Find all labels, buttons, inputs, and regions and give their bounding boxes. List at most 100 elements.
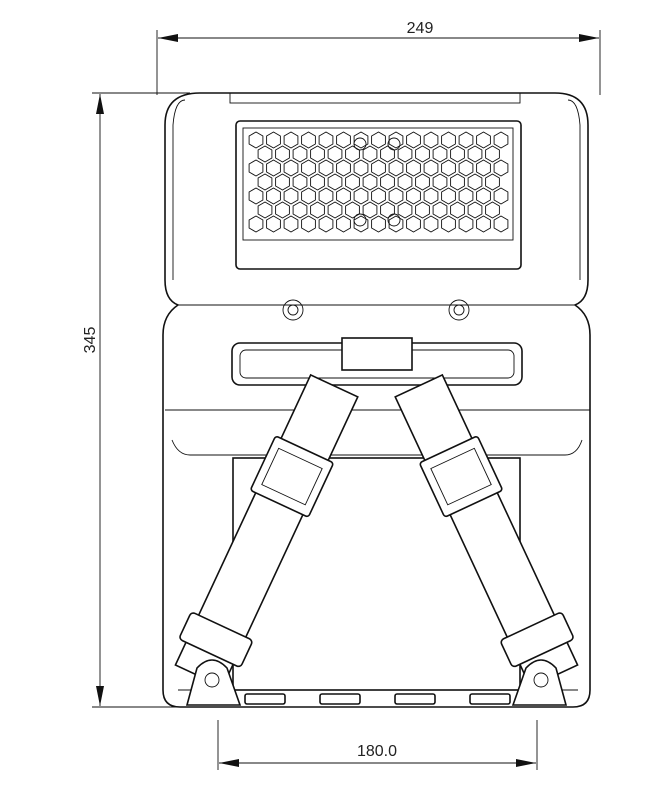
hex-cell bbox=[275, 145, 290, 163]
hex-cell bbox=[476, 187, 491, 205]
hex-cell bbox=[318, 187, 334, 205]
dimension-base-label: 180.0 bbox=[357, 743, 397, 760]
hex-cell bbox=[345, 145, 360, 163]
dimension-height: 345 bbox=[82, 92, 190, 708]
hex-cell bbox=[345, 201, 360, 219]
hex-cell bbox=[458, 215, 474, 233]
hex-cell bbox=[458, 159, 474, 177]
hex-cell bbox=[380, 145, 395, 163]
hex-cell bbox=[353, 187, 369, 205]
hex-cell bbox=[318, 131, 334, 149]
hex-cell bbox=[336, 215, 351, 233]
hex-cell bbox=[371, 215, 386, 233]
hex-cell bbox=[380, 201, 395, 219]
hex-cell bbox=[406, 159, 421, 177]
hex-cell bbox=[485, 201, 500, 219]
hex-cell bbox=[371, 159, 386, 177]
hex-cell bbox=[397, 201, 413, 219]
hex-cell bbox=[275, 173, 290, 191]
hex-cell bbox=[388, 215, 404, 233]
hex-cell bbox=[423, 131, 439, 149]
hex-cell bbox=[485, 173, 500, 191]
hex-cell bbox=[458, 187, 474, 205]
hex-cell bbox=[406, 131, 421, 149]
hex-cell bbox=[336, 159, 351, 177]
left-strap bbox=[174, 373, 359, 689]
hex-cell bbox=[493, 187, 509, 205]
hex-cell bbox=[283, 159, 299, 177]
hex-cell bbox=[248, 131, 264, 149]
right-strap bbox=[394, 373, 579, 689]
hex-cell bbox=[362, 145, 378, 163]
hex-cell bbox=[283, 131, 299, 149]
hex-cell bbox=[327, 201, 343, 219]
hex-cell bbox=[415, 201, 430, 219]
hex-cell bbox=[292, 145, 308, 163]
screw-icon bbox=[353, 137, 401, 227]
hex-cell bbox=[467, 145, 483, 163]
hex-cell bbox=[345, 173, 360, 191]
carry-handle bbox=[231, 337, 523, 386]
hex-cell bbox=[336, 187, 351, 205]
hex-cell bbox=[362, 173, 378, 191]
hex-cell bbox=[248, 159, 264, 177]
hex-cell bbox=[388, 159, 404, 177]
hex-cell bbox=[441, 187, 456, 205]
hex-cell bbox=[380, 173, 395, 191]
hex-cell bbox=[432, 201, 448, 219]
hex-cell bbox=[292, 201, 308, 219]
hex-cell bbox=[301, 159, 316, 177]
dimension-width-label: 249 bbox=[407, 20, 434, 37]
hex-cell bbox=[353, 131, 369, 149]
hex-pattern bbox=[248, 131, 509, 233]
hex-cell bbox=[406, 187, 421, 205]
hex-cell bbox=[283, 187, 299, 205]
hex-cell bbox=[248, 187, 264, 205]
dimension-width: 249 bbox=[156, 20, 601, 95]
hex-cell bbox=[371, 131, 386, 149]
hex-cell bbox=[441, 159, 456, 177]
hex-cell bbox=[397, 173, 413, 191]
hex-cell bbox=[476, 215, 491, 233]
hex-cell bbox=[415, 173, 430, 191]
hex-cell bbox=[257, 201, 273, 219]
hex-cell bbox=[432, 145, 448, 163]
hex-cell bbox=[423, 159, 439, 177]
dimension-base-width: 180.0 bbox=[217, 720, 538, 770]
hex-cell bbox=[310, 201, 325, 219]
hex-cell bbox=[467, 173, 483, 191]
hex-cell bbox=[458, 131, 474, 149]
hex-cell bbox=[266, 215, 281, 233]
hex-cell bbox=[476, 131, 491, 149]
hex-cell bbox=[257, 173, 273, 191]
hex-cell bbox=[310, 145, 325, 163]
hex-cell bbox=[450, 145, 465, 163]
hex-cell bbox=[266, 159, 281, 177]
hex-cell bbox=[283, 215, 299, 233]
hex-cell bbox=[406, 215, 421, 233]
hex-cell bbox=[493, 131, 509, 149]
hex-cell bbox=[415, 145, 430, 163]
hex-cell bbox=[301, 215, 316, 233]
hex-cell bbox=[327, 145, 343, 163]
hex-cell bbox=[476, 159, 491, 177]
hex-cell bbox=[292, 173, 308, 191]
hex-cell bbox=[423, 215, 439, 233]
hex-cell bbox=[450, 173, 465, 191]
hex-cell bbox=[248, 215, 264, 233]
dimension-height-label: 345 bbox=[82, 327, 99, 354]
hex-cell bbox=[450, 201, 465, 219]
hex-cell bbox=[310, 173, 325, 191]
hex-cell bbox=[397, 145, 413, 163]
hex-cell bbox=[301, 131, 316, 149]
hex-cell bbox=[353, 159, 369, 177]
hex-cell bbox=[266, 131, 281, 149]
base-feet bbox=[185, 659, 568, 706]
hex-cell bbox=[388, 131, 404, 149]
hex-cell bbox=[301, 187, 316, 205]
hex-cell bbox=[423, 187, 439, 205]
hex-cell bbox=[371, 187, 386, 205]
hex-cell bbox=[441, 131, 456, 149]
hex-cell bbox=[318, 215, 334, 233]
hex-cell bbox=[336, 131, 351, 149]
